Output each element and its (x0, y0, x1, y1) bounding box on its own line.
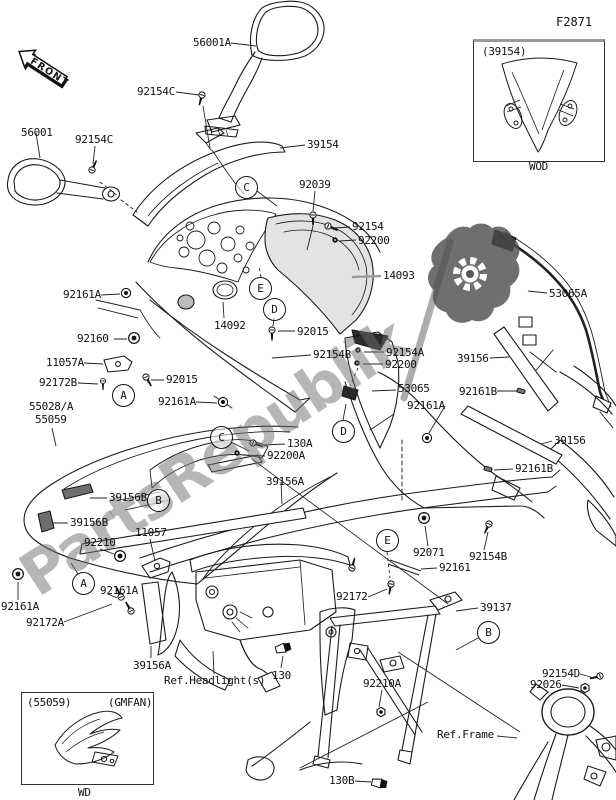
part-label-92200-1: 92200 (358, 234, 390, 247)
part-label-92154c-1: 92154C (137, 85, 175, 98)
inset-cowling-caption-right: (GMFAN) (108, 696, 153, 709)
gear-icon (453, 257, 487, 291)
part-label-92015-2: 92015 (166, 373, 198, 386)
part-label-92161a-1: 92161A (63, 288, 101, 301)
part-label-92154: 92154 (352, 220, 384, 233)
diagram-code: F2871 (556, 15, 593, 29)
front-direction-arrow: FRONT (18, 49, 71, 89)
ref-headlight-label: Ref.Headlight(s) (164, 674, 266, 687)
part-label-39156a-2: 39156A (133, 659, 171, 672)
callout-e-1: E (249, 277, 272, 300)
part-label-92071: 92071 (413, 546, 445, 559)
part-label-39156b-2: 39156B (70, 516, 108, 529)
part-label-11057: 11057 (135, 526, 167, 539)
callout-c-1: C (235, 176, 258, 199)
callout-b-2: B (477, 621, 500, 644)
callout-a-1: A (112, 384, 135, 407)
part-label-130: 130 (272, 669, 291, 682)
part-label-130b: 130B (329, 774, 355, 787)
part-label-92026: 92026 (530, 678, 562, 691)
part-label-92200-2: 92200 (385, 358, 417, 371)
callout-e-2: E (376, 529, 399, 552)
part-label-11057a: 11057A (46, 356, 84, 369)
part-label-55028a: 55028/A (29, 400, 74, 413)
part-label-92039: 92039 (299, 178, 331, 191)
part-label-92161a-2: 92161A (158, 395, 196, 408)
part-label-92160: 92160 (77, 332, 109, 345)
part-label-39156-1: 39156 (457, 352, 489, 365)
front-arrow-label: FRONT (28, 56, 71, 89)
part-label-92161a-3: 92161A (407, 399, 445, 412)
leader-lines (17, 42, 595, 783)
part-label-53065: 53065 (398, 382, 430, 395)
part-label-92154a: 92154A (386, 346, 424, 359)
inset-drawings (54, 57, 578, 767)
part-label-92154b-2: 92154B (469, 550, 507, 563)
part-label-39156-2: 39156 (554, 434, 586, 447)
part-label-92172a: 92172A (26, 616, 64, 629)
part-label-55059: 55059 (35, 413, 67, 426)
callout-a-2: A (72, 572, 95, 595)
callout-d-2: D (332, 420, 355, 443)
part-label-92210a: 92210A (363, 677, 401, 690)
part-label-56001a: 56001A (193, 36, 231, 49)
part-label-92161b-1: 92161B (459, 385, 497, 398)
inset-cowling-caption-left: (55059) (27, 696, 72, 709)
part-label-92161: 92161 (439, 561, 471, 574)
part-label-56001: 56001 (21, 126, 53, 139)
inset-cowling-note: WD (78, 786, 91, 799)
part-label-39137: 39137 (480, 601, 512, 614)
cowling-inset-box (21, 692, 154, 785)
part-label-92015-1: 92015 (297, 325, 329, 338)
part-label-92161a-5: 92161A (1, 600, 39, 613)
inset-windshield-note: WOD (529, 160, 548, 173)
cowling-assembly-drawing (6, 0, 616, 800)
part-label-92161a-4: 92161A (100, 584, 138, 597)
ref-frame-label: Ref.Frame (437, 728, 494, 741)
part-label-92154c-2: 92154C (75, 133, 113, 146)
part-label-130a: 130A (287, 437, 313, 450)
part-label-14092: 14092 (214, 319, 246, 332)
part-label-92154b-1: 92154B (313, 348, 351, 361)
callout-d-1: D (263, 298, 286, 321)
part-label-92172: 92172 (336, 590, 368, 603)
part-label-92210: 92210 (84, 536, 116, 549)
inset-windshield-caption: (39154) (482, 45, 527, 58)
part-label-14093: 14093 (383, 269, 415, 282)
part-label-92154d: 92154D (542, 667, 580, 680)
callout-c-2: C (210, 426, 233, 449)
part-label-39156b-1: 39156B (109, 491, 147, 504)
part-label-39154: 39154 (307, 138, 339, 151)
callout-b-1: B (147, 489, 170, 512)
part-label-92172b: 92172B (39, 376, 77, 389)
part-label-53065a: 53065A (549, 287, 587, 300)
windshield-inset-box (473, 39, 605, 162)
part-label-39156a-1: 39156A (266, 475, 304, 488)
part-label-92161b-2: 92161B (515, 462, 553, 475)
part-label-92200a: 92200A (267, 449, 305, 462)
